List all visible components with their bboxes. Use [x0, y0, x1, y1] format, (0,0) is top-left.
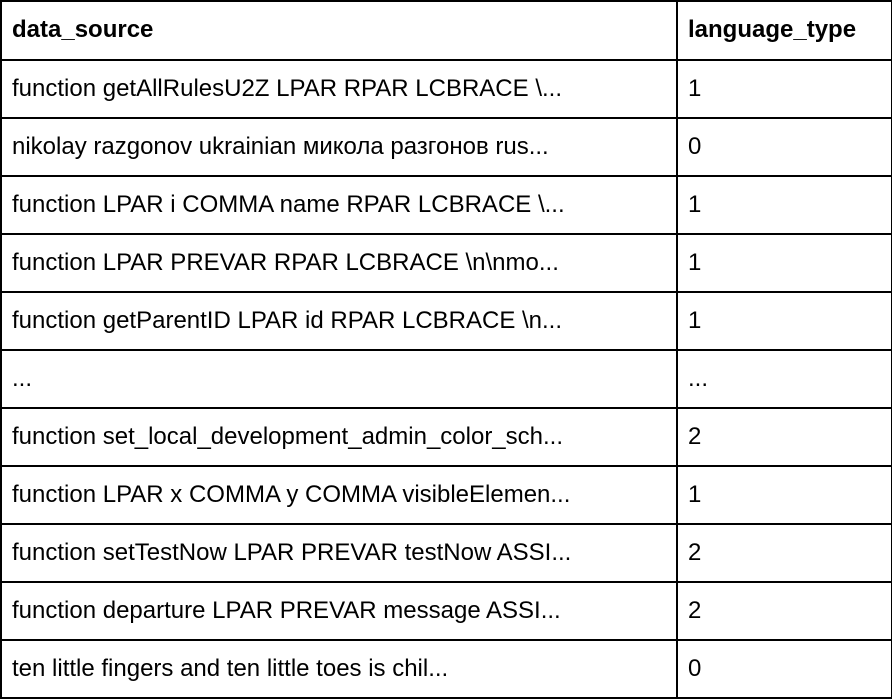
language-type-cell: 0 [676, 639, 892, 699]
data-source-cell: function LPAR i COMMA name RPAR LCBRACE … [0, 175, 678, 235]
table-row-ellipsis: ... ... [0, 349, 892, 409]
column-header-language-type: language_type [676, 0, 892, 61]
table-row: nikolay razgonov ukrainian микола разгон… [0, 117, 892, 177]
table-row: function LPAR x COMMA y COMMA visibleEle… [0, 465, 892, 525]
table-body: function getAllRulesU2Z LPAR RPAR LCBRAC… [0, 59, 892, 699]
language-type-cell: 2 [676, 581, 892, 641]
header-row: data_source language_type [0, 0, 892, 61]
data-source-cell: nikolay razgonov ukrainian микола разгон… [0, 117, 678, 177]
data-source-cell: ... [0, 349, 678, 409]
data-source-cell: ten little fingers and ten little toes i… [0, 639, 678, 699]
language-type-cell: 1 [676, 465, 892, 525]
language-type-cell: 1 [676, 175, 892, 235]
table-row: ten little fingers and ten little toes i… [0, 639, 892, 699]
column-header-data-source: data_source [0, 0, 678, 61]
data-source-cell: function LPAR PREVAR RPAR LCBRACE \n\nmo… [0, 233, 678, 293]
language-type-cell: 1 [676, 233, 892, 293]
language-type-cell: 1 [676, 59, 892, 119]
table-row: function LPAR PREVAR RPAR LCBRACE \n\nmo… [0, 233, 892, 293]
data-source-cell: function LPAR x COMMA y COMMA visibleEle… [0, 465, 678, 525]
data-source-cell: function getAllRulesU2Z LPAR RPAR LCBRAC… [0, 59, 678, 119]
language-type-cell: 2 [676, 523, 892, 583]
table-row: function getAllRulesU2Z LPAR RPAR LCBRAC… [0, 59, 892, 119]
table-row: function getParentID LPAR id RPAR LCBRAC… [0, 291, 892, 351]
table-row: function setTestNow LPAR PREVAR testNow … [0, 523, 892, 583]
language-type-cell: 2 [676, 407, 892, 467]
table-row: function departure LPAR PREVAR message A… [0, 581, 892, 641]
table-header: data_source language_type [0, 0, 892, 61]
language-type-cell: 0 [676, 117, 892, 177]
data-source-cell: function departure LPAR PREVAR message A… [0, 581, 678, 641]
table-row: function set_local_development_admin_col… [0, 407, 892, 467]
data-source-cell: function getParentID LPAR id RPAR LCBRAC… [0, 291, 678, 351]
language-type-cell: ... [676, 349, 892, 409]
table-row: function LPAR i COMMA name RPAR LCBRACE … [0, 175, 892, 235]
data-source-cell: function set_local_development_admin_col… [0, 407, 678, 467]
language-type-cell: 1 [676, 291, 892, 351]
data-source-cell: function setTestNow LPAR PREVAR testNow … [0, 523, 678, 583]
